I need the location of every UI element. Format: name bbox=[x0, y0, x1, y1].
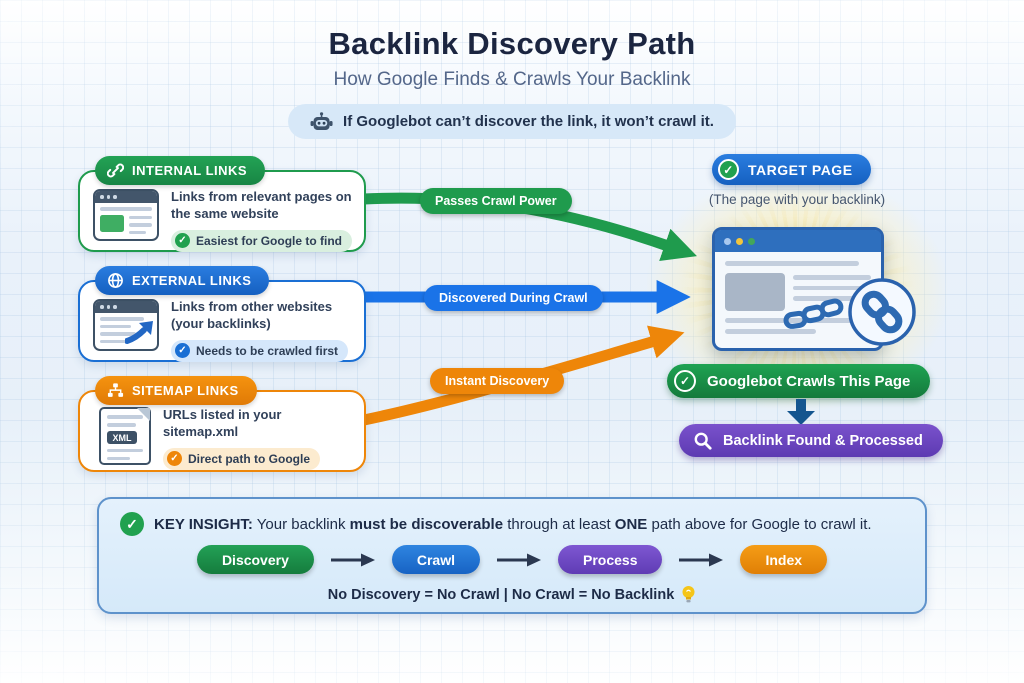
target-page-caption: (The page with your backlink) bbox=[708, 192, 886, 207]
source-card-sitemap: SITEMAP LINKS XML URLs listed in your si… bbox=[78, 376, 366, 472]
internal-page-icon bbox=[93, 189, 159, 241]
globe-icon bbox=[108, 273, 123, 288]
step-index: Index bbox=[740, 545, 828, 574]
check-icon: ✓ bbox=[175, 233, 190, 249]
key-insight-panel: ✓ KEY INSIGHT: Your backlink must be dis… bbox=[97, 497, 927, 614]
key-insight-heading: KEY INSIGHT: bbox=[154, 515, 253, 533]
check-icon: ✓ bbox=[120, 512, 144, 536]
step-crawl: Crawl bbox=[391, 545, 480, 574]
external-badge-text: Needs to be crawled first bbox=[196, 343, 339, 358]
backlink-processed-pill: Backlink Found & Processed bbox=[679, 424, 943, 457]
banner-text: If Googlebot can’t discover the link, it… bbox=[343, 113, 714, 130]
external-badge: ✓ Needs to be crawled first bbox=[171, 339, 349, 362]
window-dot bbox=[724, 237, 731, 245]
window-dot bbox=[748, 237, 755, 245]
xml-file-icon: XML bbox=[99, 407, 151, 465]
outbound-arrow-icon bbox=[125, 321, 153, 344]
sitemap-icon bbox=[107, 383, 124, 397]
sitemap-links-header: SITEMAP LINKS bbox=[95, 376, 257, 405]
page-title: Backlink Discovery Path bbox=[328, 26, 696, 61]
googlebot-crawls-label: Googlebot Crawls This Page bbox=[707, 372, 911, 390]
external-page-icon bbox=[93, 299, 159, 351]
internal-badge: ✓ Easiest for Google to find bbox=[171, 229, 353, 252]
check-icon: ✓ bbox=[674, 370, 696, 392]
target-browser-illustration bbox=[712, 227, 884, 351]
link-icon bbox=[107, 163, 124, 178]
internal-links-label: INTERNAL LINKS bbox=[132, 163, 248, 178]
external-links-label: EXTERNAL LINKS bbox=[132, 273, 252, 288]
sitemap-description: URLs listed in your sitemap.xml bbox=[163, 407, 282, 439]
googlebot-crawls-pill: ✓ Googlebot Crawls This Page bbox=[667, 364, 931, 398]
right-arrow-icon bbox=[497, 553, 541, 566]
window-dot bbox=[736, 237, 743, 245]
pipeline-flow: Discovery Crawl Process Index bbox=[99, 545, 925, 574]
sitemap-badge-text: Direct path to Google bbox=[188, 451, 311, 466]
internal-links-header: INTERNAL LINKS bbox=[95, 156, 266, 185]
internal-description: Links from relevant pages on the same we… bbox=[171, 189, 352, 221]
step-process: Process bbox=[558, 545, 663, 574]
check-icon: ✓ bbox=[718, 159, 739, 180]
right-arrow-icon bbox=[330, 553, 375, 566]
right-arrow-icon bbox=[679, 553, 724, 566]
xml-tag-label: XML bbox=[107, 431, 137, 444]
step-discovery: Discovery bbox=[196, 545, 314, 574]
backlink-chain-icon bbox=[783, 278, 916, 346]
target-page-pill: ✓ TARGET PAGE bbox=[712, 154, 871, 185]
lightbulb-icon bbox=[682, 586, 695, 603]
sitemap-badge: ✓ Direct path to Google bbox=[163, 447, 321, 470]
arrow-label-external: Discovered During Crawl bbox=[424, 285, 603, 311]
robot-icon bbox=[310, 111, 333, 130]
check-icon: ✓ bbox=[167, 451, 182, 467]
arrow-label-sitemap: Instant Discovery bbox=[430, 368, 565, 394]
sitemap-links-label: SITEMAP LINKS bbox=[132, 383, 239, 398]
googlebot-note-banner: If Googlebot can’t discover the link, it… bbox=[288, 104, 736, 139]
browser-titlebar bbox=[715, 230, 881, 252]
target-page-label: TARGET PAGE bbox=[748, 161, 853, 178]
check-icon: ✓ bbox=[175, 343, 190, 359]
page-subtitle: How Google Finds & Crawls Your Backlink bbox=[333, 69, 691, 90]
key-insight-text: KEY INSIGHT: Your backlink must be disco… bbox=[154, 515, 872, 533]
arrow-label-internal: Passes Crawl Power bbox=[420, 188, 572, 214]
source-card-internal: INTERNAL LINKS Li bbox=[78, 156, 366, 252]
insight-footer: No Discovery = No Crawl | No Crawl = No … bbox=[99, 585, 925, 604]
backlink-processed-label: Backlink Found & Processed bbox=[723, 432, 923, 449]
source-card-external: EXTERNAL LINKS Links from other websites… bbox=[78, 266, 366, 362]
external-description: Links from other websites (your backlink… bbox=[171, 299, 333, 331]
internal-badge-text: Easiest for Google to find bbox=[196, 233, 343, 248]
magnifier-icon bbox=[694, 432, 712, 450]
down-arrow-icon bbox=[787, 399, 815, 425]
external-links-header: EXTERNAL LINKS bbox=[95, 266, 270, 295]
insight-footer-text: No Discovery = No Crawl | No Crawl = No … bbox=[327, 586, 675, 603]
